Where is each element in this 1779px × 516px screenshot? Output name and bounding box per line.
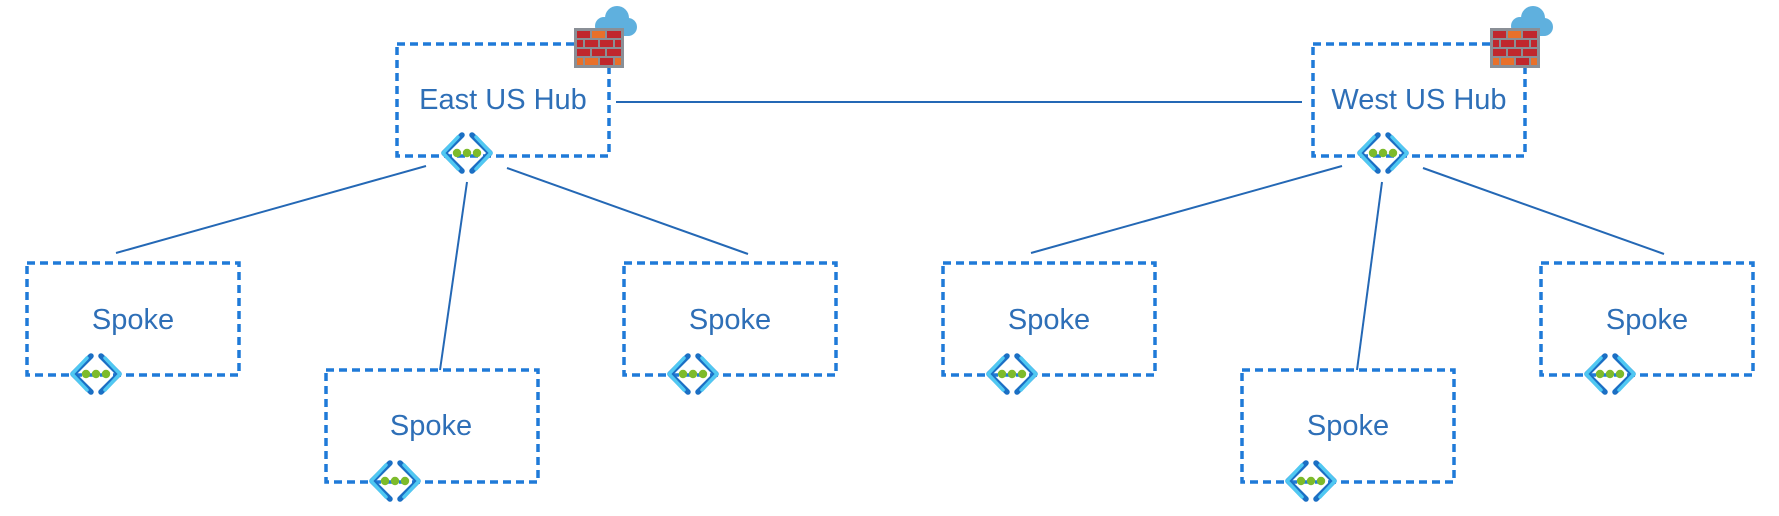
east-spoke-3-link bbox=[506, 167, 749, 255]
virtual-network-icon bbox=[443, 135, 491, 171]
spoke-label: Spoke bbox=[1307, 410, 1389, 442]
spoke-east-3[interactable]: Spoke bbox=[622, 261, 838, 392]
west-us-hub[interactable]: West US Hub bbox=[1311, 6, 1553, 171]
spoke-box-border bbox=[25, 261, 241, 377]
spoke-label: Spoke bbox=[1606, 304, 1688, 336]
spoke-box-border bbox=[1240, 368, 1456, 484]
spoke-box-border bbox=[1539, 261, 1755, 377]
spoke-box-border bbox=[941, 261, 1157, 377]
azure-firewall-icon bbox=[574, 6, 637, 68]
spoke-west-1[interactable]: Spoke bbox=[941, 261, 1157, 392]
spoke-west-3[interactable]: Spoke bbox=[1539, 261, 1755, 392]
virtual-network-icon bbox=[1359, 135, 1407, 171]
spoke-west-2[interactable]: Spoke bbox=[1240, 368, 1456, 499]
west-spoke-1-link bbox=[1030, 165, 1343, 254]
spoke-east-2[interactable]: Spoke bbox=[324, 368, 540, 499]
spoke-box-border bbox=[622, 261, 838, 377]
spoke-box-border bbox=[324, 368, 540, 484]
azure-firewall-icon bbox=[1490, 6, 1553, 68]
east-spoke-2-link bbox=[439, 181, 468, 371]
hub-box-border bbox=[1311, 42, 1527, 158]
east-us-hub[interactable]: East US Hub bbox=[395, 6, 637, 171]
east-spoke-1-link bbox=[115, 165, 427, 254]
spoke-east-1[interactable]: Spoke bbox=[25, 261, 241, 392]
west-spoke-2-link bbox=[1356, 181, 1383, 371]
west-spoke-3-link bbox=[1422, 167, 1665, 255]
hub-label: West US Hub bbox=[1331, 84, 1506, 116]
spoke-label: Spoke bbox=[92, 304, 174, 336]
hub-label: East US Hub bbox=[419, 84, 587, 116]
spoke-label: Spoke bbox=[1008, 304, 1090, 336]
spoke-label: Spoke bbox=[689, 304, 771, 336]
connectors bbox=[115, 101, 1665, 371]
hub-box-border bbox=[395, 42, 611, 158]
spoke-label: Spoke bbox=[390, 410, 472, 442]
